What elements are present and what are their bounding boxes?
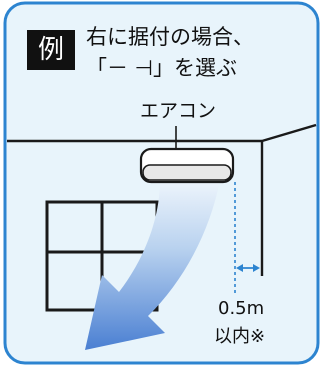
- distance-note: 以内※: [214, 326, 266, 347]
- room-outline: [7, 123, 317, 276]
- air-conditioner-icon: [139, 147, 235, 184]
- heading: 右に据付の場合、 「－ ⊣」を選ぶ: [86, 22, 254, 84]
- air-conditioner-label: エアコン: [140, 100, 217, 122]
- airflow-arrow: [85, 180, 220, 350]
- distance-label: 0.5m: [218, 298, 265, 319]
- example-badge: 例: [27, 30, 75, 70]
- heading-line-2: 「－ ⊣」を選ぶ: [86, 56, 237, 80]
- heading-line-1: 右に据付の場合、: [86, 25, 254, 49]
- clearance-dimension-arrow: [236, 264, 260, 272]
